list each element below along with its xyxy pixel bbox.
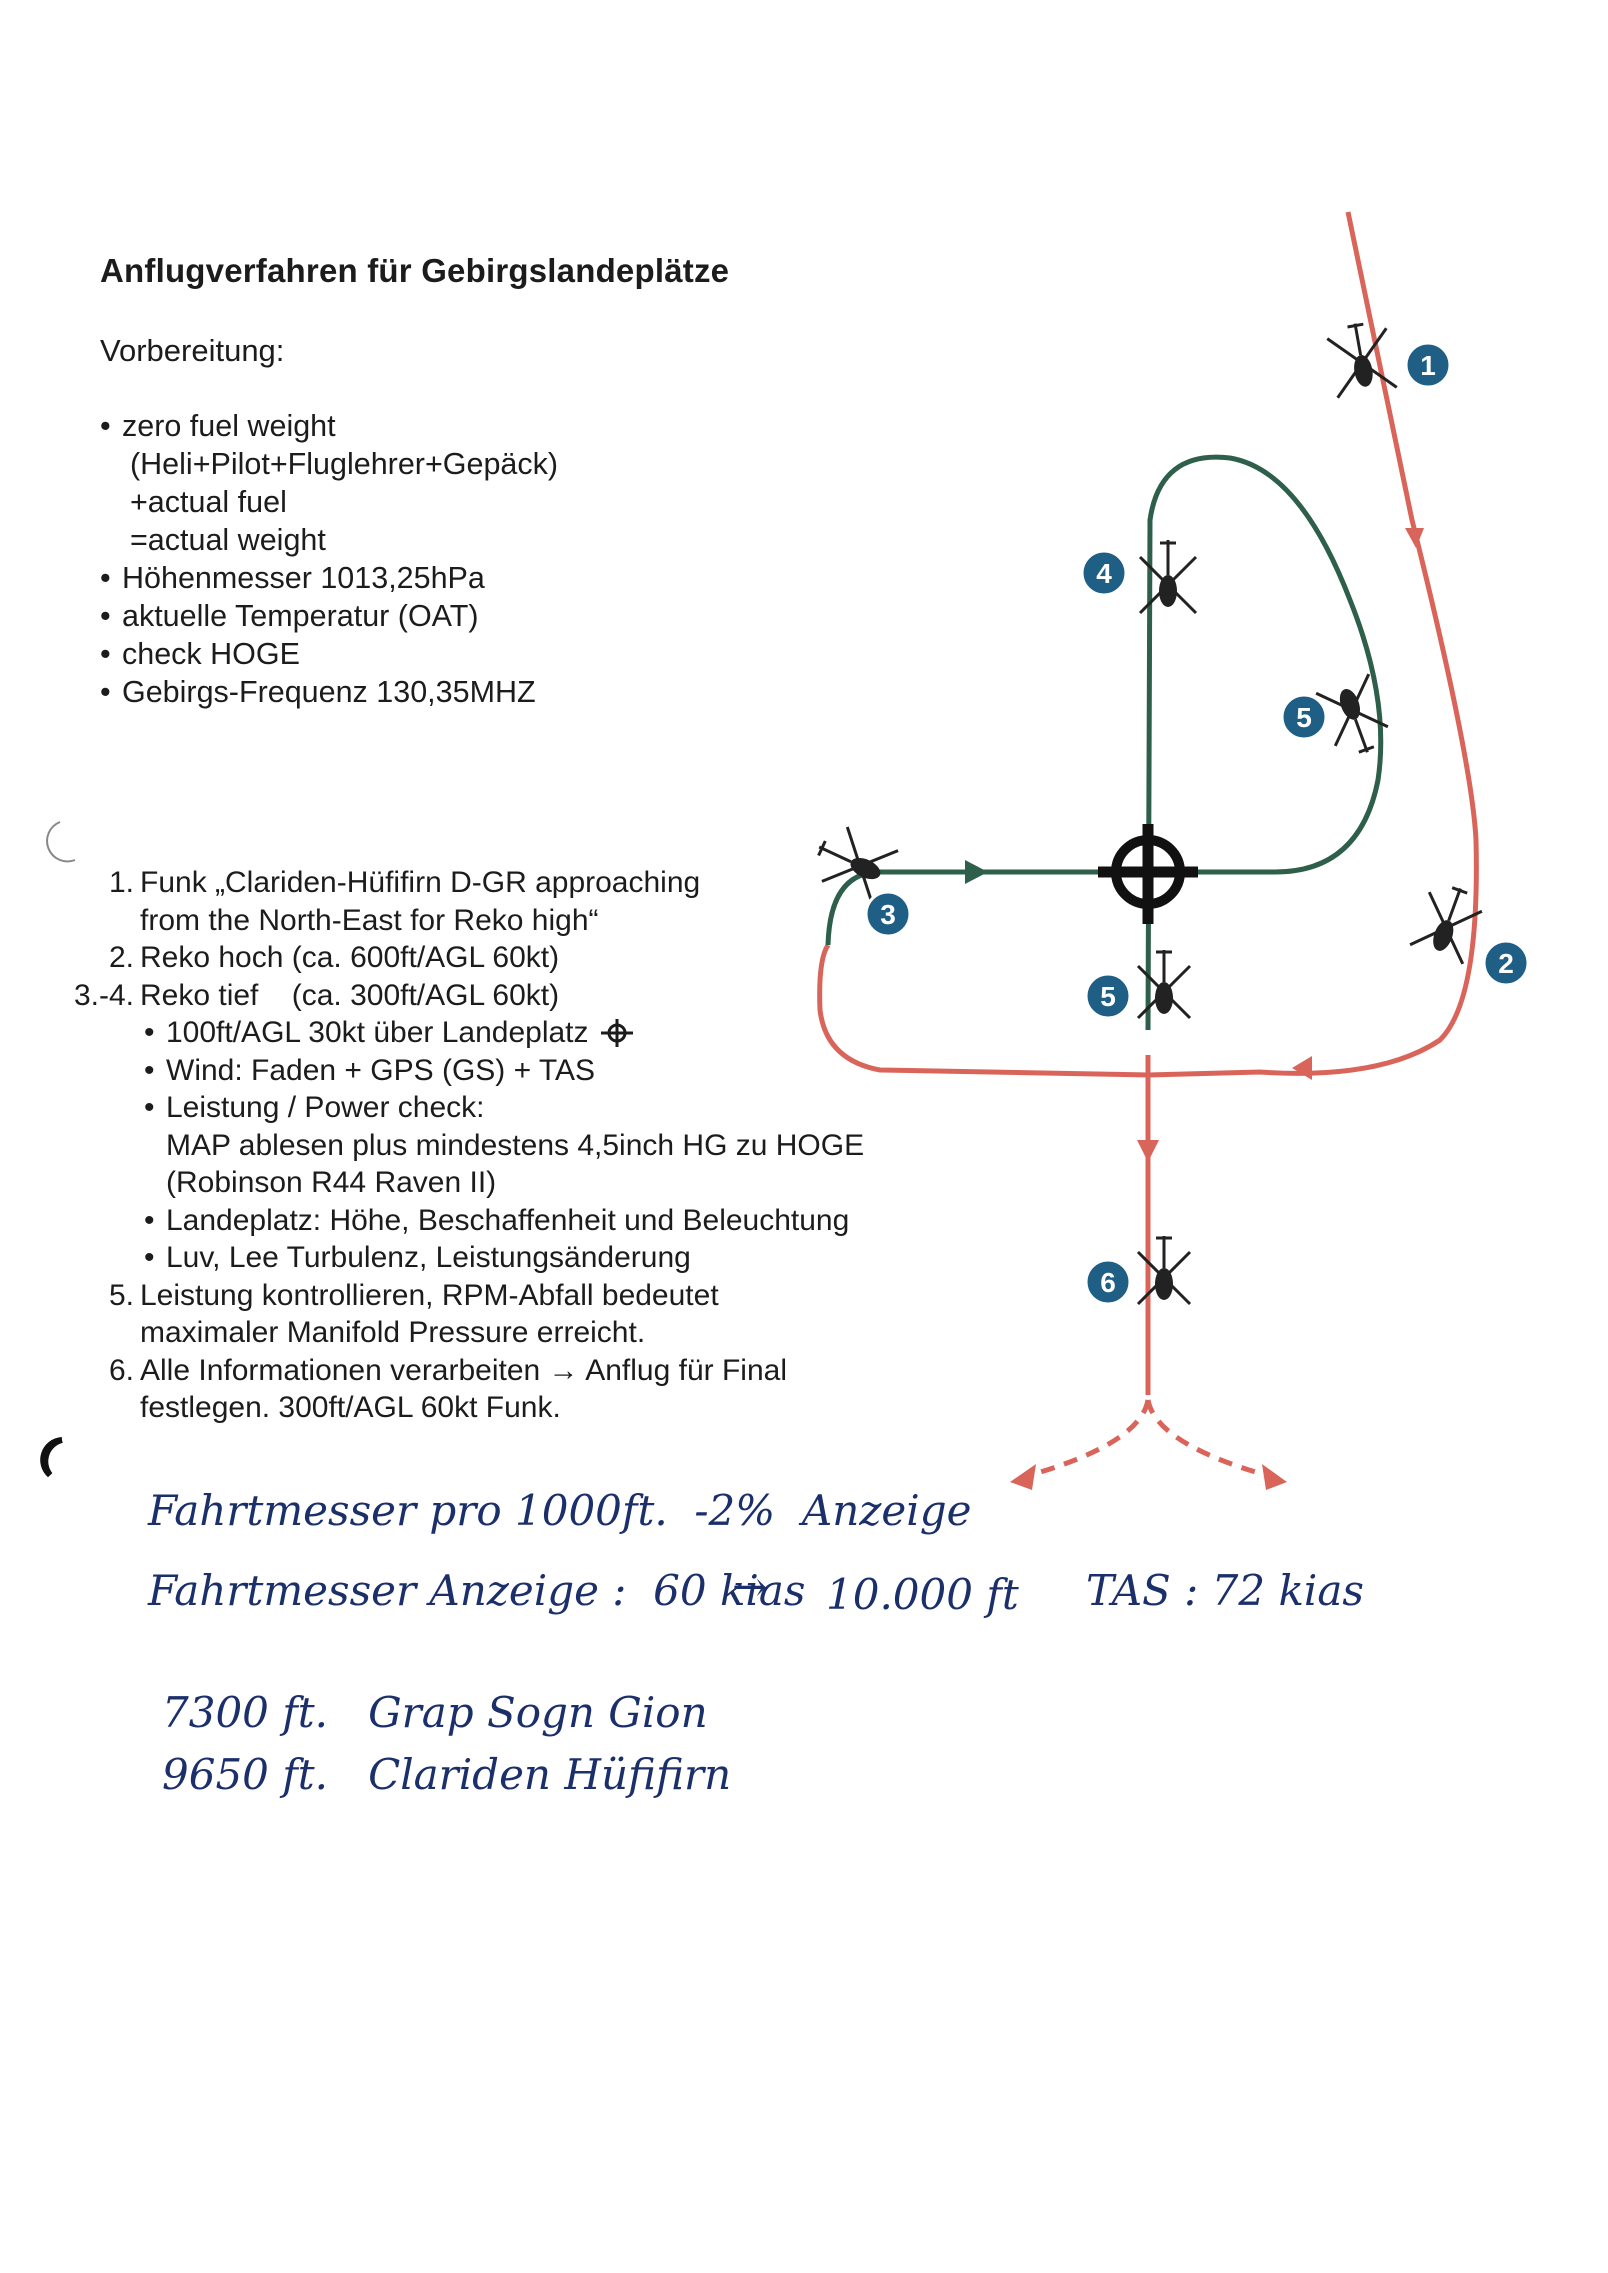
list-item: check HOGE bbox=[100, 635, 558, 673]
list-item-text: Wind: Faden + GPS (GS) + TAS bbox=[166, 1053, 596, 1087]
list-item-text: MAP ablesen plus mindestens 4,5inch HG z… bbox=[166, 1128, 865, 1162]
exit-path-left bbox=[1019, 1399, 1151, 1481]
arrow-icon bbox=[1405, 528, 1424, 548]
svg-text:6: 6 bbox=[1100, 1267, 1116, 1298]
helicopter-icon bbox=[1315, 673, 1389, 754]
svg-text:2: 2 bbox=[1498, 948, 1514, 979]
step-number: 1. bbox=[108, 866, 134, 899]
marker-badge: 5 bbox=[1084, 972, 1132, 1020]
helicopter-icon bbox=[1136, 950, 1192, 1020]
exit-path-right bbox=[1145, 1399, 1277, 1481]
list-item: Luv, Lee Turbulenz, Leistungsänderung bbox=[144, 1239, 864, 1277]
list-item: Höhenmesser 1013,25hPa bbox=[100, 559, 558, 597]
handwritten-note: 7300 ft. Grap Sogn Gion bbox=[162, 1688, 708, 1737]
arrow-icon bbox=[1292, 1056, 1312, 1080]
step-item: 1. Funk „Clariden-Hüfifirn D-GR approach… bbox=[60, 864, 864, 939]
marker-badge: 6 bbox=[1084, 1258, 1132, 1306]
step-text: Reko hoch (ca. 600ft/AGL 60kt) bbox=[140, 941, 560, 974]
list-item-text: 100ft/AGL 30kt über Landeplatz bbox=[166, 1016, 589, 1049]
arrow-icon bbox=[965, 860, 988, 884]
handwritten-note: 10.000 ft bbox=[826, 1570, 1019, 1619]
step-number: 3.-4. bbox=[73, 978, 134, 1012]
step-item: 5. Leistung kontrollieren, RPM-Abfall be… bbox=[60, 1277, 864, 1352]
list-item-text: =actual weight bbox=[130, 523, 326, 557]
step-text: Reko tief (ca. 300ft/AGL 60kt) bbox=[140, 978, 560, 1012]
list-item: Gebirgs-Frequenz 130,35MHZ bbox=[100, 673, 558, 711]
helicopter-icon bbox=[1136, 1236, 1192, 1306]
list-item-text: Höhenmesser 1013,25hPa bbox=[122, 561, 485, 595]
arrow-icon bbox=[1262, 1464, 1287, 1490]
svg-text:3: 3 bbox=[880, 899, 896, 930]
sub-step-list: 100ft/AGL 30kt über Landeplatz Wind: Fad… bbox=[140, 1014, 864, 1277]
list-item: Landeplatz: Höhe, Beschaffenheit und Bel… bbox=[144, 1202, 864, 1240]
step-number: 2. bbox=[108, 941, 134, 974]
step-item: 3.-4. Reko tief (ca. 300ft/AGL 60kt) 100… bbox=[60, 977, 864, 1277]
helicopter-icon bbox=[1409, 886, 1483, 965]
svg-text:1: 1 bbox=[1420, 350, 1436, 381]
approach-path bbox=[817, 211, 1479, 1078]
landing-target-icon bbox=[1098, 824, 1198, 924]
handwritten-note: 9650 ft. Clariden Hüfifirn bbox=[162, 1750, 732, 1799]
handwritten-note: TAS : 72 kias bbox=[1086, 1566, 1364, 1615]
procedure-steps: 1. Funk „Clariden-Hüfifirn D-GR approach… bbox=[60, 864, 864, 1427]
step-text: from the North-East for Reko high“ bbox=[140, 903, 599, 937]
list-item-text: Luv, Lee Turbulenz, Leistungsänderung bbox=[166, 1241, 691, 1274]
step-text: Alle Informationen verarbeiten → Anflug … bbox=[140, 1353, 788, 1387]
list-item: Wind: Faden + GPS (GS) + TAS bbox=[144, 1052, 864, 1090]
arrow-icon bbox=[1137, 1140, 1159, 1162]
handwritten-note: Fahrtmesser Anzeige : 60 kias bbox=[148, 1566, 806, 1615]
list-item-text: Landeplatz: Höhe, Beschaffenheit und Bel… bbox=[166, 1203, 850, 1237]
list-item: 100ft/AGL 30kt über Landeplatz bbox=[144, 1014, 864, 1052]
step-text: Leistung kontrollieren, RPM-Abfall bedeu… bbox=[140, 1278, 719, 1312]
page-title: Anflugverfahren für Gebirgslandeplätze bbox=[100, 252, 730, 289]
handwritten-note: Fahrtmesser pro 1000ft. -2% Anzeige bbox=[148, 1486, 972, 1535]
svg-text:5: 5 bbox=[1296, 702, 1312, 733]
list-item-text: aktuelle Temperatur (OAT) bbox=[122, 599, 479, 633]
handwritten-note: → bbox=[732, 1562, 768, 1611]
svg-text:4: 4 bbox=[1096, 558, 1112, 589]
marker-badge: 5 bbox=[1280, 693, 1328, 741]
preparation-heading: Vorbereitung: bbox=[100, 333, 285, 368]
list-item: zero fuel weight (Heli+Pilot+Fluglehrer+… bbox=[100, 407, 558, 559]
step-number: 6. bbox=[108, 1353, 134, 1387]
step-number: 5. bbox=[108, 1278, 134, 1312]
helicopter-icon bbox=[1138, 540, 1198, 615]
marker-badge: 2 bbox=[1482, 939, 1530, 987]
step-item: 6. Alle Informationen verarbeiten → Anfl… bbox=[60, 1352, 864, 1427]
step-text: Funk „Clariden-Hüfifirn D-GR approaching bbox=[140, 866, 701, 899]
helicopter-icon bbox=[1326, 322, 1398, 399]
svg-text:5: 5 bbox=[1100, 981, 1116, 1012]
step-text: maximaler Manifold Pressure erreicht. bbox=[140, 1316, 646, 1349]
list-item-text: Gebirgs-Frequenz 130,35MHZ bbox=[122, 675, 536, 709]
list-item: aktuelle Temperatur (OAT) bbox=[100, 597, 558, 635]
list-item-text: (Robinson R44 Raven II) bbox=[166, 1166, 497, 1199]
preparation-list: zero fuel weight (Heli+Pilot+Fluglehrer+… bbox=[100, 407, 558, 711]
list-item-text: +actual fuel bbox=[130, 485, 287, 519]
marker-badge: 4 bbox=[1080, 549, 1128, 597]
list-item-text: (Heli+Pilot+Fluglehrer+Gepäck) bbox=[130, 447, 559, 481]
list-item-text: zero fuel weight bbox=[122, 409, 336, 443]
list-item-text: Leistung / Power check: bbox=[166, 1091, 485, 1124]
landing-target-icon bbox=[600, 1019, 633, 1047]
list-item: Leistung / Power check: MAP ablesen plus… bbox=[144, 1089, 864, 1202]
step-text: festlegen. 300ft/AGL 60kt Funk. bbox=[140, 1391, 561, 1424]
list-item-text: check HOGE bbox=[122, 637, 300, 671]
step-item: 2. Reko hoch (ca. 600ft/AGL 60kt) bbox=[60, 939, 864, 977]
marker-badge: 3 bbox=[864, 890, 912, 938]
helicopter-icon bbox=[817, 826, 899, 906]
marker-badge: 1 bbox=[1404, 341, 1452, 389]
circuit-path bbox=[825, 454, 1384, 1031]
arrow-icon bbox=[1010, 1464, 1036, 1490]
